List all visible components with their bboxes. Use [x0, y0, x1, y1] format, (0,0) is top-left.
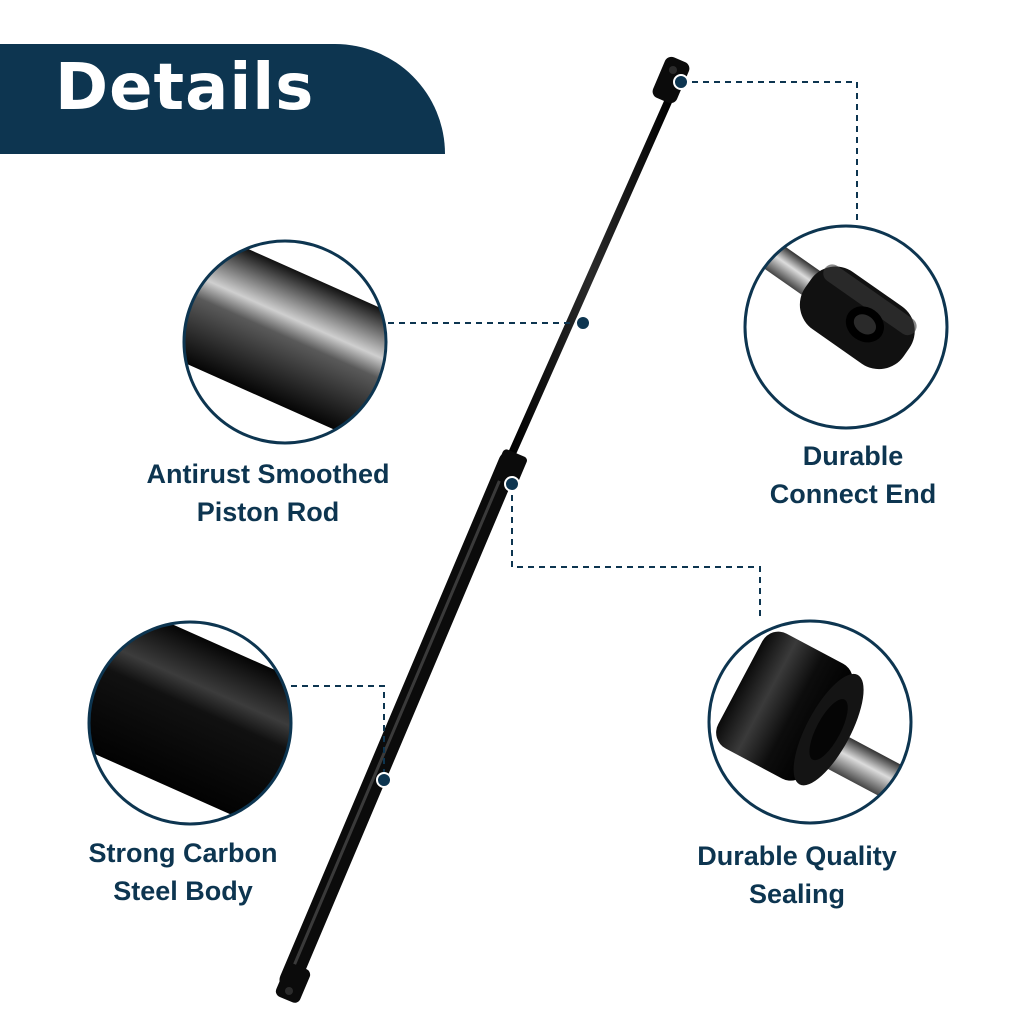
callout-lines [291, 81, 858, 780]
banner-title: Details [55, 51, 315, 125]
callout-line-body [291, 685, 385, 780]
details-banner [0, 44, 445, 154]
callout-dot-piston-rod [575, 315, 591, 331]
callout-dot-body [376, 772, 392, 788]
feature-label-body: Strong Carbon Steel Body [23, 834, 343, 910]
callout-line-connect-end [681, 81, 858, 225]
detail-circle-connect-end [743, 224, 949, 430]
top-end-fitting [652, 56, 690, 104]
feature-label-connect-end: Durable Connect End [693, 437, 1013, 513]
callout-dot-sealing [504, 476, 520, 492]
seal-collar [493, 449, 527, 487]
feature-label-line: Connect End [769, 479, 937, 509]
detail-circle-piston-rod [182, 239, 388, 445]
piston-rod [506, 91, 675, 462]
detail-circle-body [87, 620, 293, 826]
feature-label-line: Durable Quality [697, 841, 897, 871]
feature-label-line: Durable [802, 441, 904, 471]
callout-dot-connect-end [673, 74, 689, 90]
cylinder-highlight [291, 469, 506, 969]
feature-label-piston-rod: Antirust Smoothed Piston Rod [108, 455, 428, 531]
feature-label-line: Strong Carbon [88, 838, 278, 868]
feature-label-line: Antirust Smoothed [146, 459, 390, 489]
gas-spring-strut [275, 56, 690, 1003]
top-end-hole [669, 66, 677, 74]
bottom-end-hole [285, 987, 293, 995]
detail-circle-sealing [707, 619, 913, 825]
callout-line-sealing [511, 484, 761, 620]
feature-label-line: Steel Body [113, 876, 253, 906]
feature-label-sealing: Durable Quality Sealing [637, 837, 957, 913]
feature-label-line: Piston Rod [196, 497, 340, 527]
bottom-end-fitting [275, 963, 311, 1003]
cylinder-body [279, 451, 520, 991]
feature-label-line: Sealing [748, 879, 846, 909]
callout-dots [376, 74, 689, 788]
